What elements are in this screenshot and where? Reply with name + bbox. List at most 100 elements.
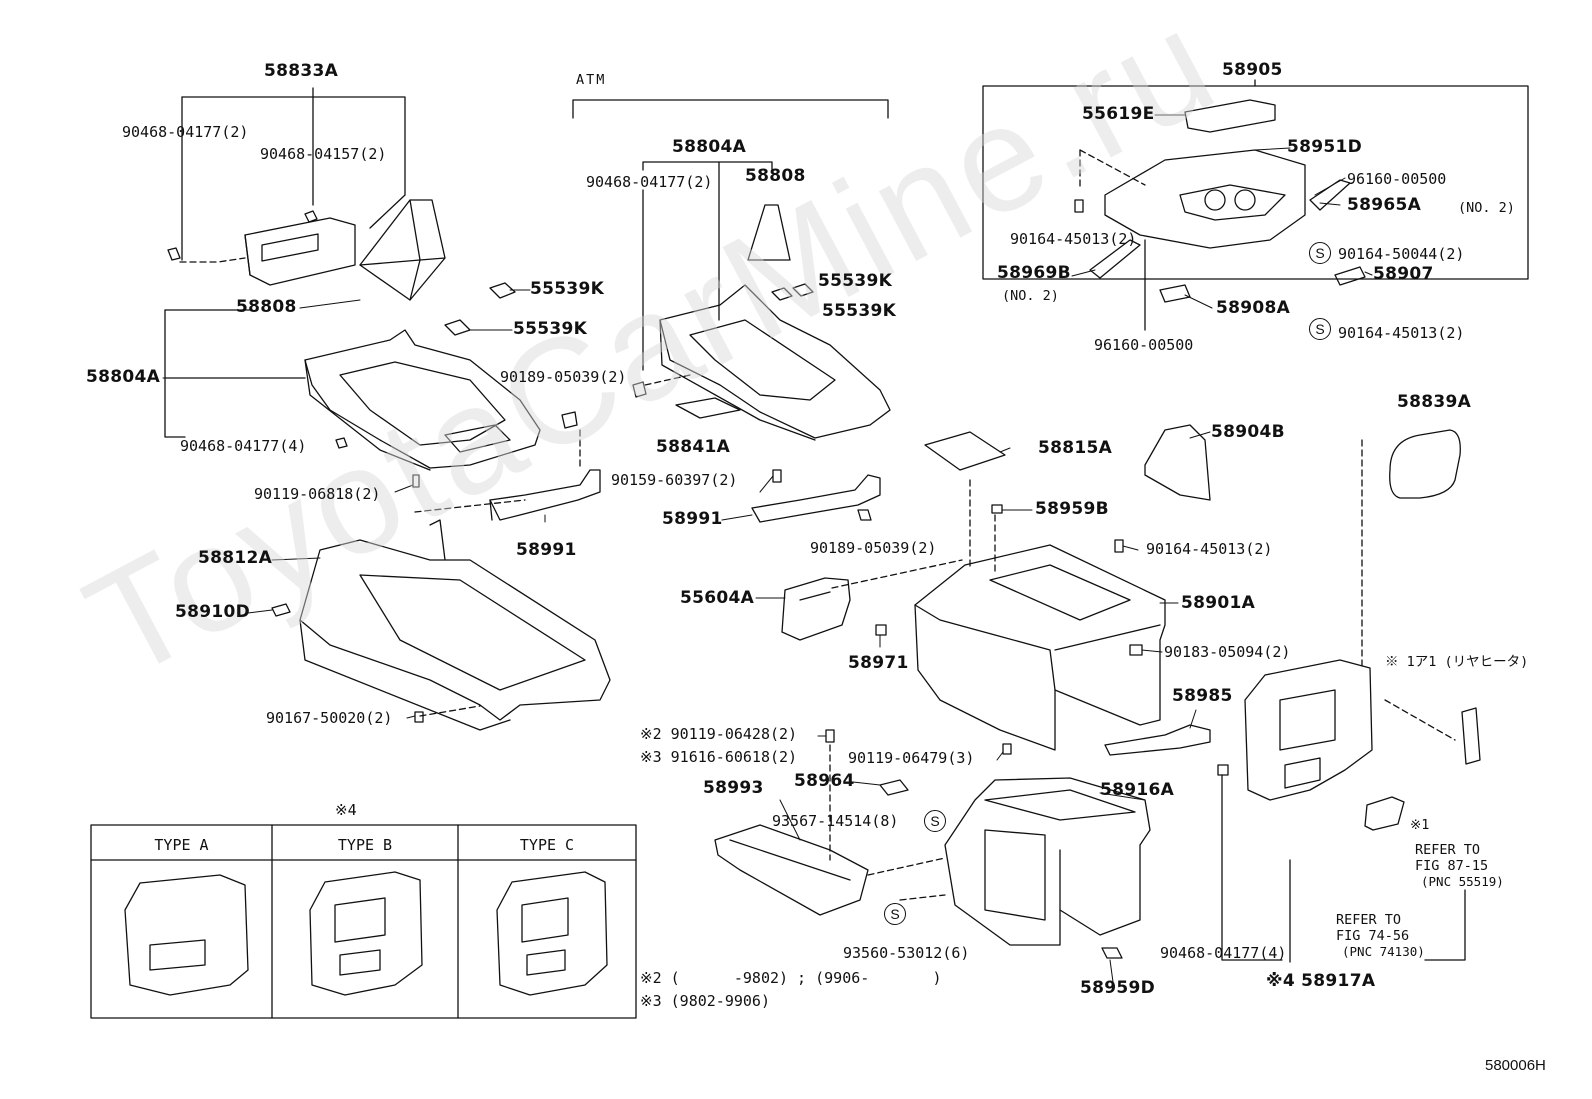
label-refer2-b[interactable]: FIG 74-56 xyxy=(1336,928,1410,944)
label-58951D[interactable]: 58951D xyxy=(1287,137,1363,157)
label-58959B[interactable]: 58959B xyxy=(1035,499,1109,519)
figure-code: 580006H xyxy=(1485,1057,1546,1074)
label-90468-04177-2a[interactable]: 90468-04177(2) xyxy=(122,123,249,141)
label-58965A[interactable]: 58965A xyxy=(1347,195,1422,215)
label-58991-left[interactable]: 58991 xyxy=(516,540,577,560)
label-90468-04157-2[interactable]: 90468-04157(2) xyxy=(260,145,387,163)
label-55539K-c[interactable]: 55539K xyxy=(818,271,893,291)
type-b-panel xyxy=(309,871,423,996)
part-58815A xyxy=(924,431,1006,471)
label-58916A[interactable]: 58916A xyxy=(1100,780,1175,800)
label-96160-00500a[interactable]: 96160-00500 xyxy=(1347,170,1447,188)
part-58904B xyxy=(1144,424,1211,501)
label-55539K-b[interactable]: 55539K xyxy=(513,319,588,339)
label-58841A[interactable]: 58841A xyxy=(656,437,731,457)
bracket-58804A-left xyxy=(164,309,306,438)
type-c-header: TYPE C xyxy=(519,836,575,854)
bracket-58833A xyxy=(181,87,406,261)
label-58991-atm[interactable]: 58991 xyxy=(662,509,723,529)
label-58804A-atm[interactable]: 58804A xyxy=(672,137,747,157)
label-58908A[interactable]: 58908A xyxy=(1216,298,1291,318)
part-58808-boot-left xyxy=(359,199,446,301)
label-55539K-a[interactable]: 55539K xyxy=(530,279,605,299)
clip-90183 xyxy=(1129,644,1143,656)
part-58993 xyxy=(714,824,869,916)
part-55519 xyxy=(1364,796,1405,831)
label-58904B[interactable]: 58904B xyxy=(1211,422,1285,442)
clip-90468-b xyxy=(1217,764,1229,776)
label-58812A[interactable]: 58812A xyxy=(198,548,273,568)
label-55604A[interactable]: 55604A xyxy=(680,588,755,608)
type-c-panel xyxy=(496,871,608,996)
label-58959D[interactable]: 58959D xyxy=(1080,978,1156,998)
label-90468-04177-4b[interactable]: 90468-04177(4) xyxy=(1160,944,1287,962)
label-58901A[interactable]: 58901A xyxy=(1181,593,1256,613)
label-90164-45013-2c[interactable]: 90164-45013(2) xyxy=(1146,540,1273,558)
label-58971[interactable]: 58971 xyxy=(848,653,909,673)
label-58905[interactable]: 58905 xyxy=(1222,60,1283,80)
label-90164-45013-2a[interactable]: 90164-45013(2) xyxy=(1010,230,1137,248)
label-58808-atm[interactable]: 58808 xyxy=(745,166,806,186)
label-90189-05039-2a[interactable]: 90189-05039(2) xyxy=(500,368,627,386)
label-refer1-c[interactable]: (PNC 55519) xyxy=(1421,874,1504,889)
label-90167-50020-2[interactable]: 90167-50020(2) xyxy=(266,709,393,727)
label-90189-05039-2b[interactable]: 90189-05039(2) xyxy=(810,539,937,557)
label-refer1-b[interactable]: FIG 87-15 xyxy=(1415,858,1489,874)
part-58841A xyxy=(675,397,741,419)
footnote-4-marker: ※4 xyxy=(335,801,357,819)
label-90164-50044-2[interactable]: 90164-50044(2) xyxy=(1338,245,1465,263)
clip-55539K-c xyxy=(771,287,793,301)
label-90164-45013-2b[interactable]: 90164-45013(2) xyxy=(1338,324,1465,342)
label-93567-14514-8[interactable]: 93567-14514(8) xyxy=(772,812,899,830)
label-note-1b: ※1 xyxy=(1410,817,1430,833)
label-90119-06818-2[interactable]: 90119-06818(2) xyxy=(254,485,381,503)
label-91616-60618-2[interactable]: ※3 91616-60618(2) xyxy=(640,748,798,766)
label-refer1-a[interactable]: REFER TO xyxy=(1415,842,1481,858)
clip-58971 xyxy=(875,624,887,636)
type-a-header: TYPE A xyxy=(154,836,209,854)
label-90468-04177-2b[interactable]: 90468-04177(2) xyxy=(586,173,713,191)
screw-left-b xyxy=(304,210,318,223)
s-mark-1: S xyxy=(924,810,946,832)
label-93560-53012-6[interactable]: 93560-53012(6) xyxy=(843,944,970,962)
label-58804A-left[interactable]: 58804A xyxy=(86,367,161,387)
part-58991-atm xyxy=(751,474,881,523)
label-90183-05094-2[interactable]: 90183-05094(2) xyxy=(1164,643,1291,661)
label-55619E[interactable]: 55619E xyxy=(1082,104,1155,124)
part-58969B xyxy=(1089,239,1141,279)
type-b-header: TYPE B xyxy=(337,836,393,854)
label-58964[interactable]: 58964 xyxy=(794,771,855,791)
screw-90164-a xyxy=(1074,199,1084,213)
label-58910D[interactable]: 58910D xyxy=(175,602,251,622)
screw-58910D xyxy=(271,603,291,617)
label-58833A[interactable]: 58833A xyxy=(264,61,339,81)
type-table xyxy=(90,824,637,1019)
screw-90167 xyxy=(414,711,424,723)
label-refer2-a[interactable]: REFER TO xyxy=(1336,912,1402,928)
label-90159-60397-2[interactable]: 90159-60397(2) xyxy=(611,471,738,489)
label-90468-04177-4a[interactable]: 90468-04177(4) xyxy=(180,437,307,455)
label-58969B[interactable]: 58969B xyxy=(997,263,1071,283)
label-58839A[interactable]: 58839A xyxy=(1397,392,1472,412)
screw-left-c xyxy=(335,437,348,449)
label-58907[interactable]: 58907 xyxy=(1373,264,1434,284)
label-90119-06428-2[interactable]: ※2 90119-06428(2) xyxy=(640,725,798,743)
label-refer2-c[interactable]: (PNC 74130) xyxy=(1342,944,1425,959)
part-58812A-frame xyxy=(299,519,611,731)
atm-label: ATM xyxy=(576,72,607,88)
label-58985[interactable]: 58985 xyxy=(1172,686,1233,706)
label-58917A[interactable]: ※4 58917A xyxy=(1266,971,1376,991)
label-58993[interactable]: 58993 xyxy=(703,778,764,798)
part-58908A xyxy=(1159,284,1191,303)
label-55539K-d[interactable]: 55539K xyxy=(822,301,897,321)
label-58815A[interactable]: 58815A xyxy=(1038,438,1113,458)
s-mark-2: S xyxy=(884,903,906,925)
footnote-2: ※2 ( -9802) ; (9906- ) xyxy=(640,969,942,987)
screw-90119-06818 xyxy=(412,474,420,488)
label-96160-00500b[interactable]: 96160-00500 xyxy=(1094,336,1194,354)
part-58951D xyxy=(1104,149,1306,249)
label-58808-left[interactable]: 58808 xyxy=(236,297,297,317)
screw-90468-atm xyxy=(632,381,647,398)
label-90119-06479-3[interactable]: 90119-06479(3) xyxy=(848,749,975,767)
